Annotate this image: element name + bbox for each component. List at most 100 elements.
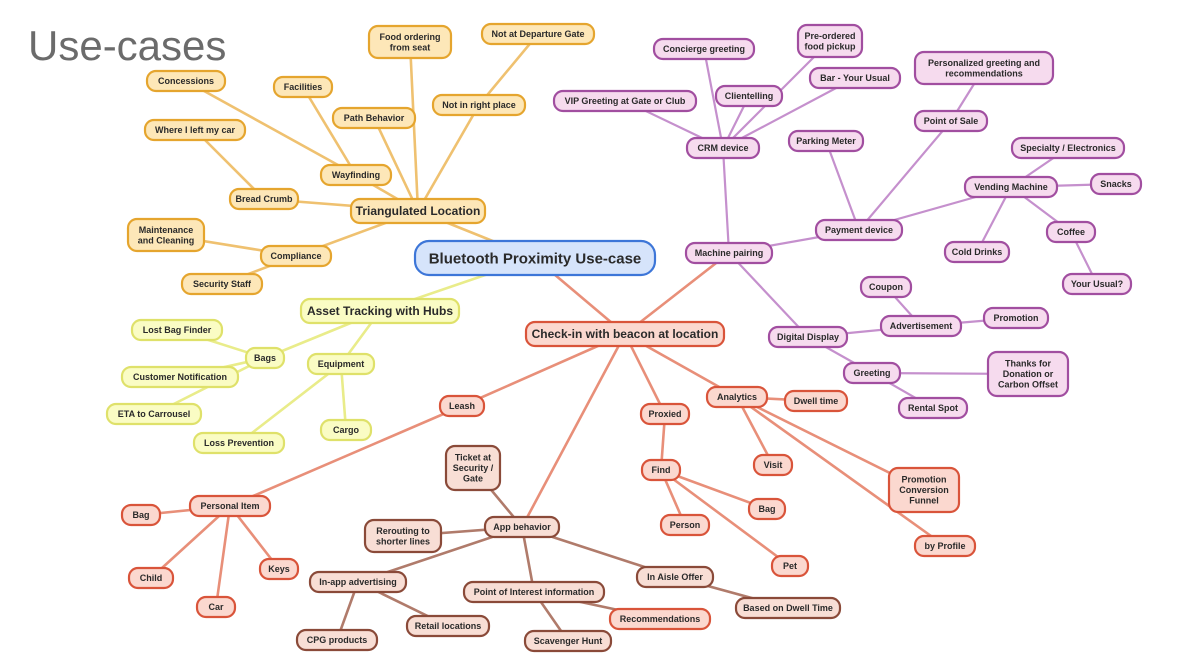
- node-box: [319, 163, 393, 187]
- edge-checkin-machine: [623, 251, 731, 336]
- node-label: CPG products: [307, 635, 368, 645]
- node-security-staff: Security Staff: [180, 272, 264, 296]
- node-label: Bluetooth Proximity Use-case: [429, 250, 642, 267]
- node-specialty: Specialty / Electronics: [1010, 136, 1126, 160]
- node-car: Car: [195, 595, 237, 619]
- node-label: Personal Item: [200, 501, 259, 511]
- node-box: [259, 244, 333, 268]
- node-keys: Keys: [258, 557, 300, 581]
- node-asset: Asset Tracking with Hubs: [299, 297, 461, 325]
- node-inapp: In-app advertising: [308, 570, 408, 594]
- node-greeting: Greeting: [842, 361, 902, 385]
- node-label: Compliance: [270, 251, 321, 261]
- node-label: Machine pairing: [695, 248, 764, 258]
- node-label: Customer Notification: [133, 372, 227, 382]
- edge-wayfinding-facilities: [301, 85, 358, 177]
- node-box: [295, 628, 379, 652]
- node-box: [796, 23, 864, 59]
- node-box: [180, 272, 264, 296]
- node-box: [714, 84, 784, 108]
- node-label: Advertisement: [890, 321, 953, 331]
- node-box: [363, 518, 443, 554]
- node-snacks: Snacks: [1089, 172, 1143, 196]
- node-box: [258, 557, 300, 581]
- node-box: [859, 275, 913, 299]
- node-where-car: Where I left my car: [143, 118, 247, 142]
- node-label: Person: [670, 520, 701, 530]
- node-label: Funnel: [909, 496, 939, 506]
- node-box: [982, 306, 1050, 330]
- node-label: Dwell time: [794, 396, 839, 406]
- node-person: Person: [659, 513, 711, 537]
- node-advertisement: Advertisement: [879, 314, 963, 338]
- node-checkin: Check-in with beacon at location: [524, 320, 726, 348]
- node-label: VIP Greeting at Gate or Club: [565, 96, 686, 106]
- node-label: Snacks: [1100, 179, 1132, 189]
- edge-checkin-proxied: [623, 332, 667, 416]
- node-box: [913, 109, 989, 133]
- node-box: [272, 75, 334, 99]
- node-box: [1089, 172, 1143, 196]
- node-label: Equipment: [318, 359, 365, 369]
- node-equipment: Equipment: [306, 352, 376, 376]
- node-box: [105, 402, 203, 426]
- node-box: [244, 346, 286, 370]
- node-label: Child: [140, 573, 163, 583]
- node-label: Rental Spot: [908, 403, 958, 413]
- node-box: [306, 352, 376, 376]
- node-label: Thanks for: [1005, 359, 1052, 369]
- node-box: [130, 318, 224, 342]
- node-box: [127, 566, 175, 590]
- node-label: Scavenger Hunt: [534, 636, 603, 646]
- node-digital: Digital Display: [767, 325, 849, 349]
- node-label: food pickup: [805, 41, 856, 51]
- node-label: Facilities: [284, 82, 323, 92]
- node-vip: VIP Greeting at Gate or Club: [552, 89, 698, 113]
- edge-machine-crm: [721, 146, 731, 255]
- node-wayfinding: Wayfinding: [319, 163, 393, 187]
- node-box: [783, 389, 849, 413]
- node-in-aisle: In Aisle Offer: [635, 565, 715, 589]
- node-label: Concierge greeting: [663, 44, 745, 54]
- edge-analytics-by_profile: [735, 395, 947, 548]
- node-box: [120, 503, 162, 527]
- node-find: Find: [640, 458, 682, 482]
- node-by-profile: by Profile: [913, 534, 977, 558]
- edge-triangulated-not_place: [416, 103, 481, 213]
- node-label: Pre-ordered: [804, 31, 855, 41]
- node-label: Promotion: [902, 475, 947, 485]
- node-box: [747, 497, 787, 521]
- node-box: [608, 607, 712, 631]
- edge-triangulated-food_seat: [408, 40, 420, 213]
- node-rental: Rental Spot: [897, 396, 969, 420]
- node-label: Proxied: [648, 409, 681, 419]
- node-label: Bread Crumb: [235, 194, 293, 204]
- node-bags-y: Bags: [244, 346, 286, 370]
- node-promotion: Promotion: [982, 306, 1050, 330]
- node-bag-find: Bag: [747, 497, 787, 521]
- node-box: [685, 136, 761, 160]
- edge-bread_crumb-where_car: [193, 128, 266, 201]
- node-box: [814, 218, 904, 242]
- node-bread-crumb: Bread Crumb: [228, 187, 300, 211]
- node-box: [145, 69, 227, 93]
- node-label: In-app advertising: [319, 577, 397, 587]
- node-leash: Leash: [438, 394, 486, 418]
- node-label: Find: [652, 465, 671, 475]
- node-label: Carbon Offset: [998, 380, 1058, 390]
- node-box: [787, 129, 865, 153]
- node-label: Wayfinding: [332, 170, 380, 180]
- node-label: and Cleaning: [138, 235, 195, 245]
- node-label: Coupon: [869, 282, 903, 292]
- edge-payment-parking: [824, 139, 861, 232]
- node-box: [126, 217, 206, 253]
- slide-title: Use-cases: [28, 22, 227, 69]
- node-label: from seat: [390, 42, 431, 52]
- node-box: [188, 494, 272, 518]
- node-label: Point of Interest information: [474, 587, 595, 597]
- node-bag-pi: Bag: [120, 503, 162, 527]
- node-box: [1061, 272, 1133, 296]
